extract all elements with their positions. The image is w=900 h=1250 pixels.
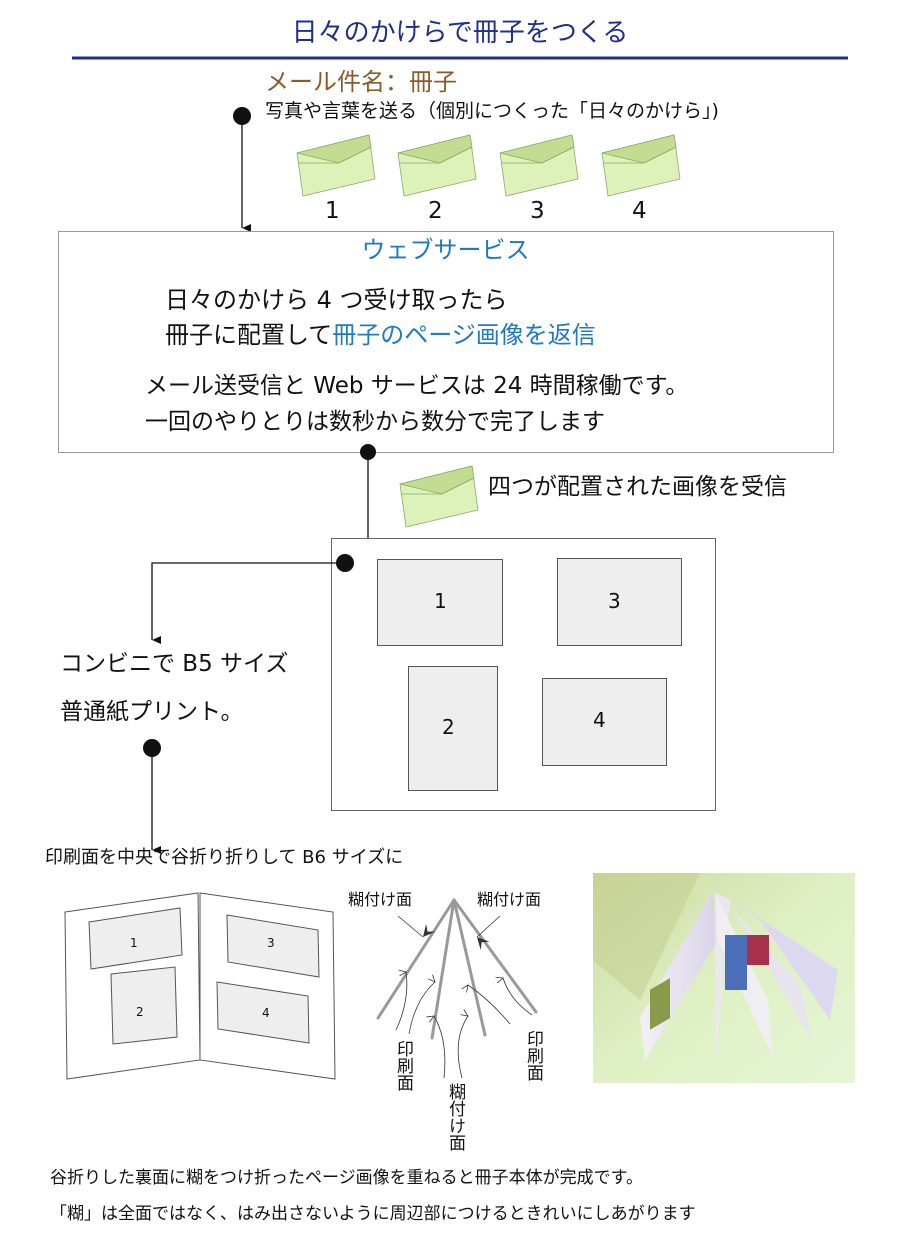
print-line2: 普通紙プリント。: [60, 699, 244, 725]
line2-plain: 冊子に配置して: [165, 321, 333, 349]
book-panel-3: 3: [267, 936, 275, 950]
footer-line2: 「糊」は全面ではなく、はみ出さないように周辺部につけるときれいにしあがります: [50, 1204, 696, 1224]
mail-subject: メール件名：冊子: [265, 68, 457, 96]
line2-highlight: 冊子のページ画像を返信: [332, 321, 596, 349]
glue-label-right: 糊付け面: [477, 890, 542, 909]
panel-4: [542, 678, 667, 766]
book-panel-4: 4: [262, 1006, 270, 1020]
panel-3: [557, 558, 682, 646]
envelope-icon: [499, 134, 579, 197]
glue-label-left: 糊付け面: [348, 890, 413, 909]
print-line1: コンビニで B5 サイズ: [60, 651, 289, 677]
folded-book: [64, 892, 336, 1080]
web-service-line4: 一回のやりとりは数秒から数分で完了します: [145, 409, 605, 435]
envelope-icon: [296, 134, 376, 197]
web-service-heading: ウェブサービス: [361, 236, 530, 264]
web-service-line1: 日々のかけら 4 つ受け取ったら: [165, 286, 508, 314]
envelope-label-3: 3: [530, 198, 545, 224]
envelope-icon: [601, 134, 681, 197]
receive-text: 四つが配置された画像を受信: [488, 474, 787, 500]
flow-arrow: [151, 562, 345, 644]
print-label-right: 印刷面: [523, 1030, 543, 1081]
envelope-label-4: 4: [632, 198, 647, 224]
panel-label-4: 4: [593, 708, 606, 732]
flow-dot: [336, 554, 354, 572]
fold-pointer-arrows: [395, 915, 533, 1079]
booklet-photo: [593, 873, 855, 1083]
book-panel-1: 1: [130, 936, 138, 950]
envelope-icon: [397, 134, 477, 197]
panel-label-2: 2: [442, 715, 455, 739]
print-label-left: 印刷面: [393, 1040, 413, 1091]
panel-label-1: 1: [434, 589, 447, 613]
web-service-line2: 冊子に配置して冊子のページ画像を返信: [165, 323, 596, 347]
envelope-label-1: 1: [325, 198, 340, 224]
book-panel-2: 2: [136, 1005, 144, 1019]
flow-dot: [360, 444, 376, 460]
fold-cross-section: [376, 898, 538, 1040]
web-service-line3: メール送受信と Web サービスは 24 時間稼働です。: [145, 373, 689, 399]
envelope-icon: [399, 465, 479, 528]
fold-instruction: 印刷面を中央で谷折り折りして B6 サイズに: [45, 847, 404, 868]
web-service-box: [58, 231, 834, 453]
panel-label-3: 3: [608, 589, 621, 613]
footer-line1: 谷折りした裏面に糊をつけ折ったページ画像を重ねると冊子本体が完成です。: [50, 1168, 643, 1188]
panel-2: [408, 666, 498, 791]
envelope-label-2: 2: [428, 198, 443, 224]
glue-label-center: 糊付け面: [445, 1083, 465, 1151]
panel-1: [377, 559, 503, 646]
send-description: 写真や言葉を送る（個別につくった「日々のかけら」): [265, 100, 719, 122]
page-title: 日々のかけらで冊子をつくる: [291, 18, 629, 48]
